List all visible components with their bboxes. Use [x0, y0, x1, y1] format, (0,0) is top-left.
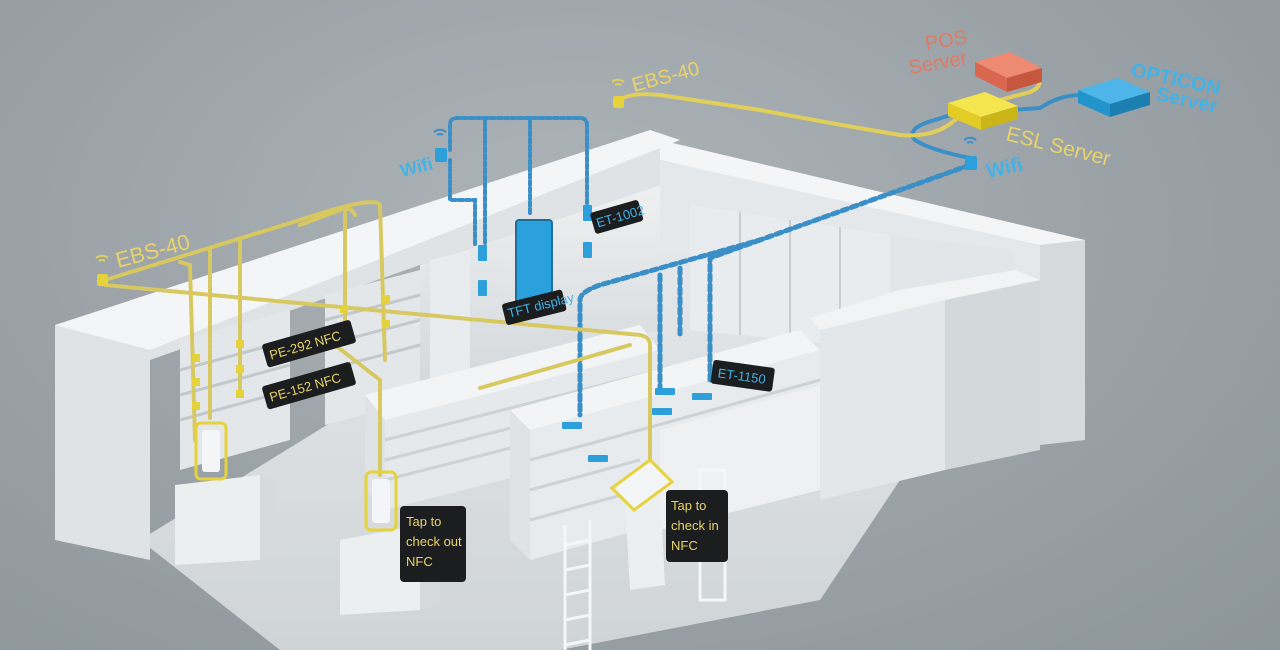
et1150-text: ET-1150	[717, 365, 767, 387]
opticon-server-box	[1078, 78, 1150, 117]
blue-esl-tags	[478, 205, 712, 462]
tap-checkin-line-3: NFC	[671, 538, 698, 553]
et1150-label: ET-1150	[710, 359, 775, 392]
wifi-icon	[611, 78, 625, 108]
checkout-counter-left	[175, 475, 275, 565]
tap-checkout-line-1: Tap to	[406, 514, 441, 529]
ebs40-top-label: EBS-40	[630, 58, 702, 97]
tap-checkout-line-3: NFC	[406, 554, 433, 569]
wifi-icon	[95, 254, 109, 286]
pe292-label: PE-292 NFC	[262, 320, 356, 368]
checkin-pillar	[625, 490, 665, 590]
nfc-pad-left	[194, 421, 228, 481]
tap-checkout-label: Tap to check out NFC	[400, 506, 466, 582]
pos-server-label: POS Server	[907, 26, 969, 79]
wifi-left-label: Wifi	[398, 154, 435, 181]
nfc-pad-middle	[364, 470, 398, 532]
counter-block	[810, 270, 1040, 500]
pos-label-line-2: Server	[907, 47, 969, 79]
tap-checkin-label: Tap to check in NFC	[666, 490, 728, 562]
left-wall	[55, 140, 660, 560]
pos-server-box	[975, 52, 1042, 92]
blue-network	[448, 93, 1082, 418]
wifi-icon	[963, 136, 977, 170]
store-model	[55, 130, 1085, 650]
tap-checkout-line-2: check out	[406, 534, 462, 549]
tap-checkin-line-1: Tap to	[671, 498, 706, 513]
nfc-pad-checkin	[609, 458, 675, 512]
tap-checkin-line-2: check in	[671, 518, 719, 533]
ladder	[563, 520, 592, 650]
wifi-right-label: Wifi	[984, 154, 1024, 183]
right-wall	[1040, 240, 1085, 445]
esl-server-box	[948, 92, 1018, 130]
wifi-icon	[433, 128, 447, 162]
opticon-server-label: OPTICON Server	[1129, 59, 1223, 118]
